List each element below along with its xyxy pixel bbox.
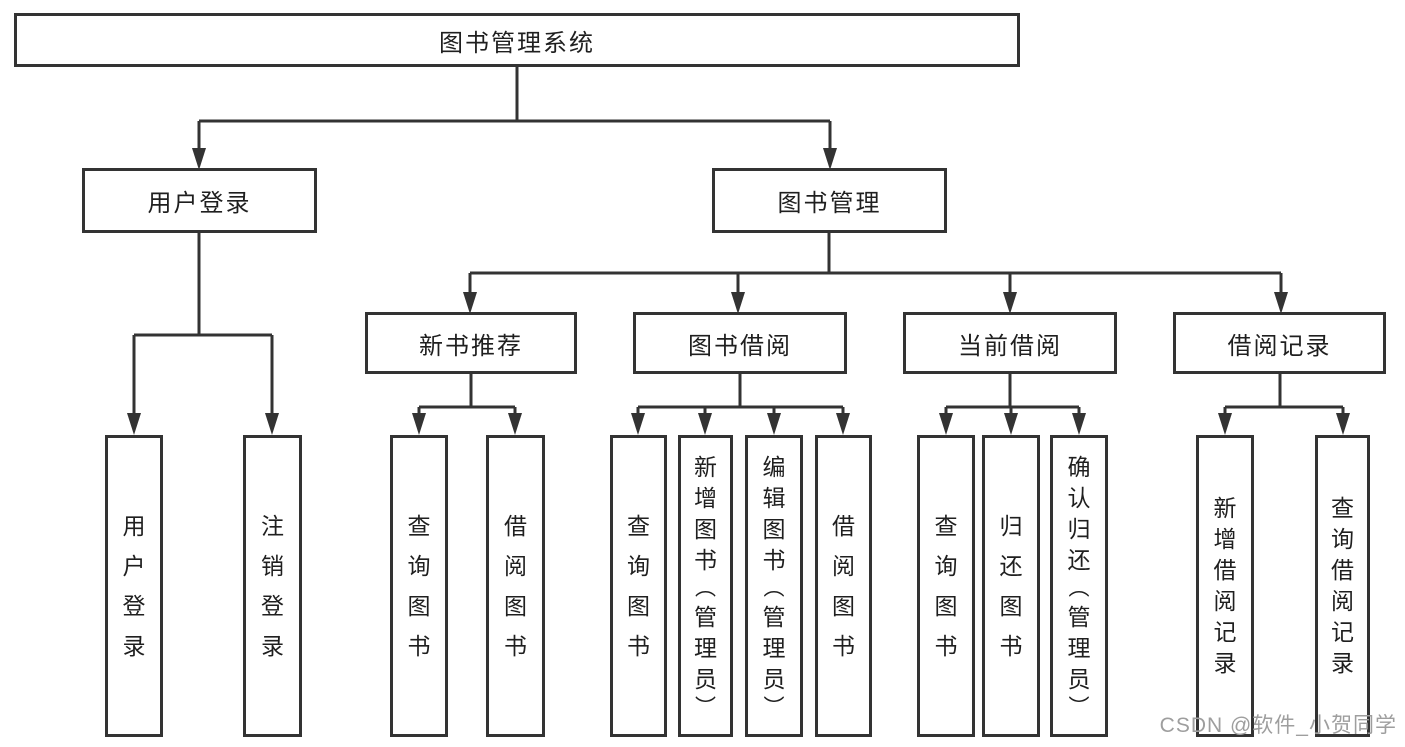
node-leaf-user-login: 用户登录 <box>105 435 163 737</box>
node-leaf-add-books-admin: 新增图书︵管理员︶ <box>678 435 733 737</box>
node-leaf-return-books: 归还图书 <box>982 435 1040 737</box>
node-leaf-query-books-borrow: 查询图书 <box>610 435 667 737</box>
node-leaf-query-borrow-record: 查询借阅记录 <box>1315 435 1370 737</box>
csdn-watermark: CSDN @软件_小贺同学 <box>1159 714 1397 737</box>
node-leaf-borrow-books: 借阅图书 <box>815 435 872 737</box>
node-borrowing-records: 借阅记录 <box>1173 312 1386 374</box>
node-leaf-add-borrow-record: 新增借阅记录 <box>1196 435 1254 737</box>
node-leaf-query-books-current: 查询图书 <box>917 435 975 737</box>
node-user-login: 用户登录 <box>82 168 317 233</box>
node-leaf-logout: 注销登录 <box>243 435 302 737</box>
node-leaf-confirm-return-admin: 确认归还︵管理员︶ <box>1050 435 1108 737</box>
node-book-borrowing: 图书借阅 <box>633 312 847 374</box>
node-leaf-borrow-books-recommend: 借阅图书 <box>486 435 545 737</box>
node-leaf-query-books-recommend: 查询图书 <box>390 435 448 737</box>
node-new-book-recommendation: 新书推荐 <box>365 312 577 374</box>
node-current-borrowing: 当前借阅 <box>903 312 1117 374</box>
node-book-management: 图书管理 <box>712 168 947 233</box>
node-leaf-edit-books-admin: 编辑图书︵管理员︶ <box>745 435 803 737</box>
node-book-management-system: 图书管理系统 <box>14 13 1020 67</box>
